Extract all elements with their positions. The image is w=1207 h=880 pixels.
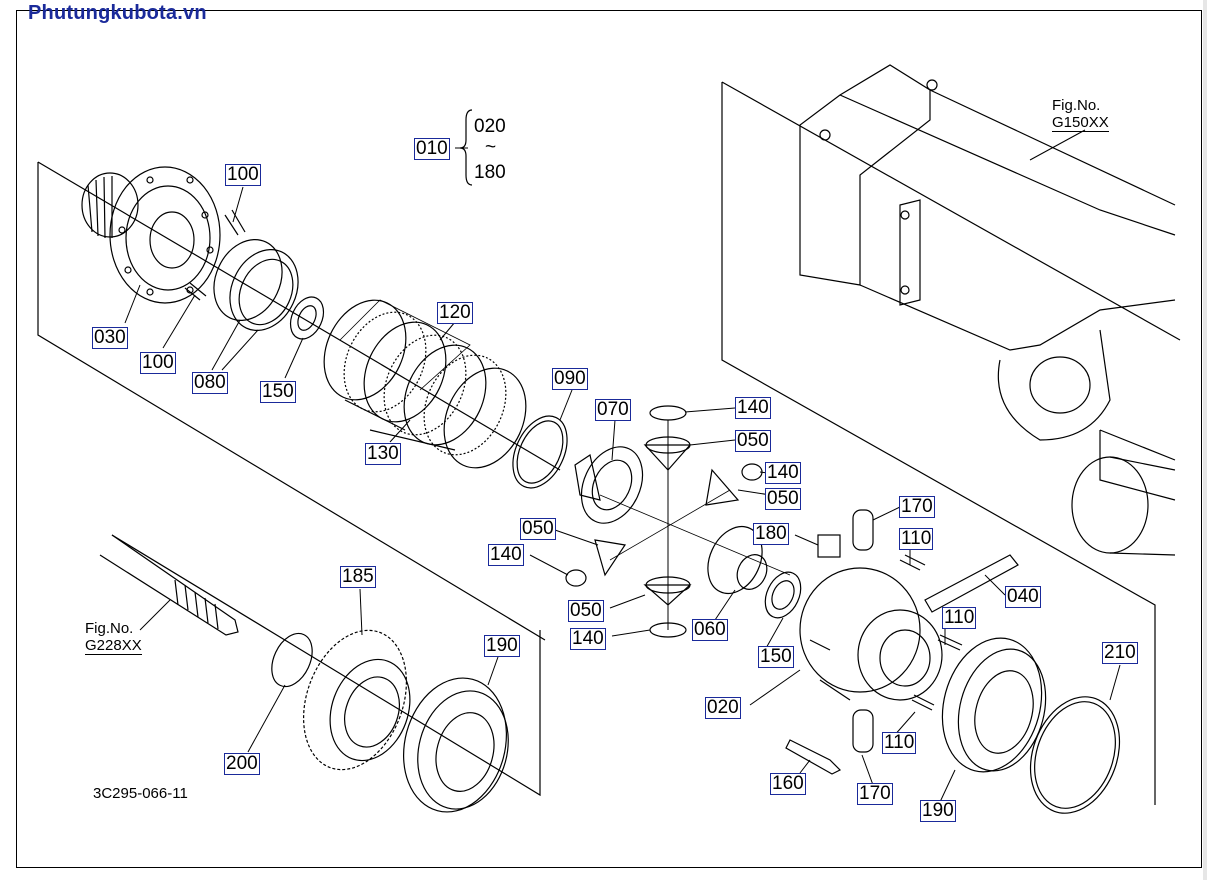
assembly-from: 020 [474, 116, 506, 137]
part-label-160[interactable]: 160 [770, 773, 806, 795]
bearing-190-left [402, 677, 509, 813]
drawing-code: 3C295-066-11 [93, 785, 188, 802]
part-label-140[interactable]: 140 [570, 628, 606, 650]
part-label-100[interactable]: 100 [140, 352, 176, 374]
part-label-185[interactable]: 185 [340, 566, 376, 588]
part-label-110[interactable]: 110 [942, 607, 977, 629]
side-gear-070 [574, 446, 644, 524]
part-label-020[interactable]: 020 [705, 697, 741, 719]
part-label-130[interactable]: 130 [365, 443, 401, 465]
assembly-tilde: ~ [485, 137, 497, 158]
part-label-090[interactable]: 090 [552, 368, 588, 390]
clutch-plates-120-130 [323, 299, 527, 469]
snap-ring-210 [1029, 696, 1121, 814]
assembly-to: 180 [474, 162, 506, 183]
gear-185 [303, 629, 411, 771]
fig-ref-shaft[interactable]: Fig.No. G228XX [85, 620, 142, 655]
part-label-140[interactable]: 140 [735, 397, 771, 419]
part-label-180[interactable]: 180 [753, 523, 789, 545]
fig-ref-prefix: Fig.No. [1052, 97, 1101, 114]
clutch-case-030 [81, 166, 246, 304]
housing-casing [799, 64, 1176, 556]
part-label-190[interactable]: 190 [484, 635, 520, 657]
fig-ref-code: G150XX [1052, 114, 1109, 132]
part-label-050[interactable]: 050 [765, 488, 801, 510]
fig-ref-code: G228XX [85, 637, 142, 655]
part-label-040[interactable]: 040 [1005, 586, 1041, 608]
leader-lines [124, 129, 1121, 803]
fig-ref-housing[interactable]: Fig.No. G150XX [1052, 97, 1109, 132]
pinion-gears-050 [565, 405, 791, 638]
part-label-110[interactable]: 110 [899, 528, 934, 550]
vertical-scrollbar[interactable] [1203, 0, 1207, 880]
part-label-110[interactable]: 110 [882, 732, 917, 754]
part-label-140[interactable]: 140 [488, 544, 524, 566]
part-label-050[interactable]: 050 [520, 518, 556, 540]
part-label-120[interactable]: 120 [437, 302, 473, 324]
part-label-150[interactable]: 150 [260, 381, 296, 403]
part-label-190[interactable]: 190 [920, 800, 956, 822]
assembly-label[interactable]: 010 [414, 138, 450, 160]
part-label-210[interactable]: 210 [1102, 642, 1138, 664]
circlip-200 [271, 632, 313, 688]
part-label-140[interactable]: 140 [765, 462, 801, 484]
section-boundary-lines [37, 81, 1181, 805]
drawing-frame [16, 10, 1202, 868]
part-label-070[interactable]: 070 [595, 399, 631, 421]
assembly-bracket [459, 109, 473, 186]
part-label-150[interactable]: 150 [758, 646, 794, 668]
part-label-030[interactable]: 030 [92, 327, 128, 349]
side-gear-060 [707, 525, 768, 595]
part-label-170[interactable]: 170 [857, 783, 893, 805]
thrust-washer-150-inner [297, 305, 317, 331]
part-label-170[interactable]: 170 [899, 496, 935, 518]
part-label-080[interactable]: 080 [192, 372, 228, 394]
fig-ref-prefix: Fig.No. [85, 620, 134, 637]
seal-rings-080 [213, 239, 299, 331]
part-label-060[interactable]: 060 [692, 619, 728, 641]
brand-logo-text[interactable]: Phutungkubota.vn [28, 2, 207, 24]
thrust-washer-150b [764, 571, 802, 619]
bearing-190-right [941, 637, 1047, 773]
thrust-washer-150 [289, 296, 325, 340]
part-label-050[interactable]: 050 [735, 430, 771, 452]
part-label-200[interactable]: 200 [224, 753, 260, 775]
axle-shaft [99, 534, 239, 636]
part-label-100[interactable]: 100 [225, 164, 261, 186]
part-label-050[interactable]: 050 [568, 600, 604, 622]
diff-case-020 [785, 509, 1019, 775]
ring-090 [512, 415, 568, 489]
